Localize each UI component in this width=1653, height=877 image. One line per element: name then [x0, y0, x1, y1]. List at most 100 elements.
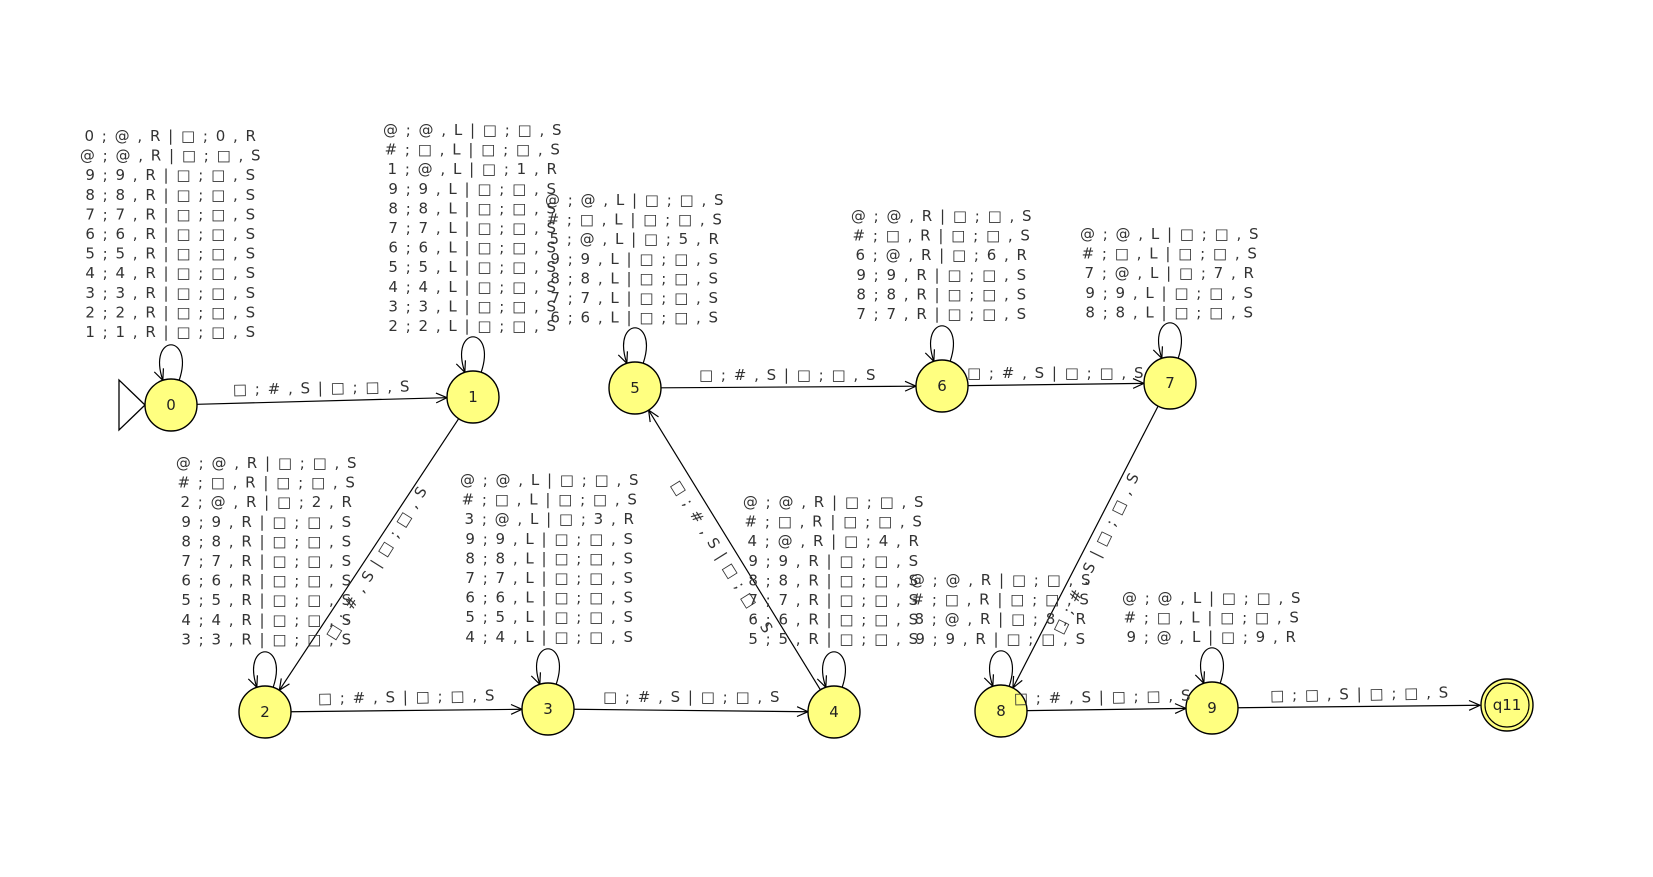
- transition-label: 1 ; 1 , R | □ ; □ , S: [85, 323, 256, 341]
- transition-label: 9 ; 9 , L | □ ; □ , S: [550, 250, 719, 268]
- transition-edge-1-2: [278, 418, 460, 691]
- state-3[interactable]: 3: [521, 682, 575, 736]
- state-circle: [1480, 678, 1534, 732]
- transition-label: @ ; @ , R | □ ; □ , S: [910, 571, 1092, 589]
- state-circle: [608, 361, 662, 415]
- transition-label: 8 ; 8 , R | □ ; □ , S: [181, 532, 352, 550]
- state-circle: [521, 682, 575, 736]
- transition-label: 2 ; 2 , L | □ ; □ , S: [388, 317, 557, 335]
- transition-label: 6 ; 6 , L | □ ; □ , S: [388, 239, 557, 257]
- labels-layer: □ ; # , S | □ ; □ , S □ ; # , S | □ ; □ ,…: [80, 121, 1450, 708]
- transition-label: # ; □ , R | □ ; □ , S: [912, 591, 1091, 609]
- self-loop-9: [1199, 647, 1225, 684]
- transition-label: 7 ; 7 , R | □ ; □ , S: [856, 305, 1027, 323]
- transition-label: @ ; @ , L | □ ; □ , S: [1080, 225, 1260, 243]
- transition-label: 4 ; 4 , L | □ ; □ , S: [388, 278, 557, 296]
- state-8[interactable]: 8: [974, 684, 1028, 738]
- state-9[interactable]: 9: [1185, 681, 1239, 735]
- transition-label: 4 ; 4 , L | □ ; □ , S: [465, 628, 634, 646]
- transition-label: # ; □ , R | □ ; □ , S: [178, 474, 357, 492]
- transition-label: 2 ; 2 , R | □ ; □ , S: [85, 303, 256, 321]
- transition-label: # ; □ , L | □ ; □ , S: [385, 141, 562, 159]
- transition-edge-7-8: [1012, 405, 1159, 689]
- transition-edge-3-4: [573, 708, 809, 713]
- transition-label: @ ; @ , L | □ ; □ , S: [1122, 589, 1302, 607]
- transition-label: □ ; # , S | □ ; □ , S: [699, 366, 877, 384]
- transition-edge-0-1: [196, 397, 448, 405]
- transition-label: 8 ; @ , R | □ ; 8 , R: [915, 610, 1088, 628]
- transition-label: @ ; @ , L | □ ; □ , S: [545, 191, 725, 209]
- transition-edge-9-q11: [1237, 704, 1481, 709]
- state-circle: [144, 378, 198, 432]
- transition-label: □ ; # , S | □ ; □ , S: [603, 688, 781, 706]
- transition-label: @ ; @ , R | □ ; □ , S: [80, 147, 262, 165]
- transition-label: 8 ; 8 , R | □ ; □ , S: [85, 186, 256, 204]
- transition-label: 6 ; 6 , L | □ ; □ , S: [550, 309, 719, 327]
- transition-label: □ ; # , S | □ ; □ , S: [233, 377, 411, 398]
- state-6[interactable]: 6: [915, 359, 969, 413]
- transition-label-group: □ ; # , S | □ ; □ , S: [967, 364, 1144, 382]
- transition-label: 3 ; 3 , R | □ ; □ , S: [181, 630, 352, 648]
- state-label: 8: [996, 702, 1006, 720]
- states-layer: 0 1 2 3 4 5 6 7 8 9 q11: [144, 356, 1534, 739]
- transition-label: 9 ; 9 , R | □ ; □ , S: [748, 552, 919, 570]
- initial-state-marker: [118, 378, 146, 432]
- self-loop-3: [535, 648, 561, 685]
- transition-label: # ; □ , L | □ ; □ , S: [462, 491, 639, 509]
- self-loop-4: [821, 651, 847, 688]
- transition-label: 3 ; 3 , L | □ ; □ , S: [388, 297, 557, 315]
- transition-label: 9 ; @ , L | □ ; 9 , R: [1127, 628, 1298, 646]
- state-label: 4: [829, 703, 839, 721]
- transition-label: 7 ; 7 , L | □ ; □ , S: [550, 289, 719, 307]
- transition-label: 4 ; 4 , R | □ ; □ , S: [85, 264, 256, 282]
- transition-label: 5 ; 5 , L | □ ; □ , S: [388, 258, 557, 276]
- state-0[interactable]: 0: [144, 378, 198, 432]
- transition-label: 7 ; 7 , R | □ ; □ , S: [748, 591, 919, 609]
- transition-label: 8 ; 8 , L | □ ; □ , S: [388, 199, 557, 217]
- state-label: 7: [1165, 374, 1175, 392]
- transition-label: 8 ; 8 , L | □ ; □ , S: [1085, 303, 1254, 321]
- state-2[interactable]: 2: [238, 685, 292, 739]
- transition-label: 5 ; 5 , R | □ ; □ , S: [748, 630, 919, 648]
- transition-label: 9 ; 9 , R | □ ; □ , S: [856, 266, 1027, 284]
- self-loop-6: [929, 325, 955, 362]
- transition-label: □ ; # , S | □ ; □ , S: [1014, 686, 1192, 707]
- transition-label: @ ; @ , R | □ ; □ , S: [743, 493, 925, 511]
- transition-label: 6 ; 6 , R | □ ; □ , S: [85, 225, 256, 243]
- transition-edge-6-7: [967, 382, 1145, 387]
- transition-label: 6 ; 6 , L | □ ; □ , S: [465, 589, 634, 607]
- self-loop-8: [988, 650, 1014, 687]
- state-q11[interactable]: q11: [1480, 678, 1534, 732]
- transition-label: # ; □ , L | □ ; □ , S: [1082, 245, 1259, 263]
- transition-label: 1 ; @ , L | □ ; 1 , R: [388, 160, 559, 178]
- transition-label: # ; □ , R | □ ; □ , S: [853, 227, 1032, 245]
- transition-label-group: □ ; # , S | □ ; □ , S: [603, 688, 781, 706]
- transition-label: 8 ; 8 , R | □ ; □ , S: [748, 571, 919, 589]
- transition-label: 9 ; 9 , R | □ ; □ , S: [181, 513, 352, 531]
- transition-label: 9 ; 9 , L | □ ; □ , S: [1085, 284, 1254, 302]
- transition-label-group: □ ; # , S | □ ; □ , S: [699, 366, 877, 384]
- state-1[interactable]: 1: [446, 370, 500, 424]
- transition-label: 9 ; 9 , R | □ ; □ , S: [85, 166, 256, 184]
- state-5[interactable]: 5: [608, 361, 662, 415]
- state-7[interactable]: 7: [1143, 356, 1197, 410]
- transition-label: 4 ; 4 , R | □ ; □ , S: [181, 611, 352, 629]
- self-loop-2: [252, 651, 278, 688]
- transition-edge-4-5: [648, 409, 821, 691]
- transition-edge-8-9: [1026, 707, 1187, 712]
- self-loop-7: [1157, 322, 1183, 359]
- state-label: 9: [1207, 699, 1217, 717]
- transition-label: # ; □ , R | □ ; □ , S: [745, 513, 924, 531]
- state-label: 1: [468, 388, 478, 406]
- state-label: 6: [937, 377, 947, 395]
- state-4[interactable]: 4: [807, 685, 861, 739]
- transition-label-group: □ ; □ , S | □ ; □ , S: [1270, 683, 1450, 704]
- transition-label: 6 ; 6 , R | □ ; □ , S: [748, 611, 919, 629]
- transition-label-group: □ ; # , S | □ ; □ , S: [1014, 686, 1192, 707]
- transition-edge-5-6: [660, 385, 917, 389]
- state-circle: [238, 685, 292, 739]
- transition-edge-2-3: [290, 708, 523, 713]
- self-loop-0: [158, 344, 184, 381]
- transition-label: 6 ; 6 , R | □ ; □ , S: [181, 572, 352, 590]
- transition-label: # ; □ , L | □ ; □ , S: [547, 211, 724, 229]
